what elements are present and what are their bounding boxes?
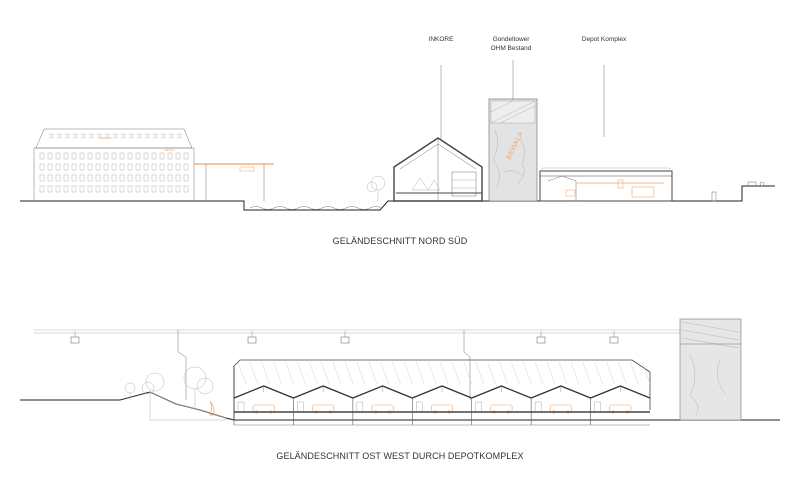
gondola-cabin-icon (609, 331, 619, 344)
title-east-west: GELÄNDESCHNITT OST WEST DURCH DEPOTKOMPL… (276, 451, 523, 461)
hall-bay (590, 361, 651, 425)
gondola-cabin-icon (247, 331, 257, 344)
hall-bay (233, 361, 294, 425)
hall-bay (530, 361, 591, 425)
terrain-slope (20, 391, 780, 421)
water-waves (249, 206, 383, 210)
inkore-building (393, 137, 483, 202)
canopy (194, 163, 274, 201)
gondola-cabin-icon (536, 331, 546, 344)
depot-complex-building (539, 167, 673, 202)
historic-building-sign-side: BEHALA (165, 149, 175, 152)
gondola-cable (34, 329, 690, 400)
depot-hall-section (233, 359, 651, 426)
ground-line-north-south (20, 185, 775, 211)
hall-bay (411, 361, 473, 425)
label-inkore: INKORE (429, 36, 455, 43)
label-gondeltower-line2: OHM Bestand (491, 45, 532, 52)
north-south-section: BEHALA BEHALA (20, 36, 775, 246)
historic-building-sign: BEHALA (100, 136, 112, 140)
tree-icon (209, 400, 215, 416)
gondel-tower: BEHALA (488, 98, 538, 202)
historic-building: BEHALA BEHALA (33, 128, 195, 202)
label-gondeltower: Gondeltower (493, 36, 531, 43)
hall-bay (293, 361, 354, 425)
tree-icon (124, 366, 214, 410)
east-west-section: GELÄNDESCHNITT OST WEST DURCH DEPOTKOMPL… (20, 318, 780, 461)
gondola-cabin-icon (70, 331, 80, 344)
hall-bay (471, 361, 532, 425)
gondola-cabin-icon (340, 331, 350, 344)
small-structures (711, 181, 765, 202)
gondel-tower-east (679, 318, 742, 421)
gondola-cabins (70, 331, 619, 344)
title-north-south: GELÄNDESCHNITT NORD SÜD (333, 236, 468, 246)
label-depot-komplex: Depot Komplex (582, 36, 627, 43)
tree-icon (366, 175, 386, 201)
hall-bay (352, 361, 413, 425)
